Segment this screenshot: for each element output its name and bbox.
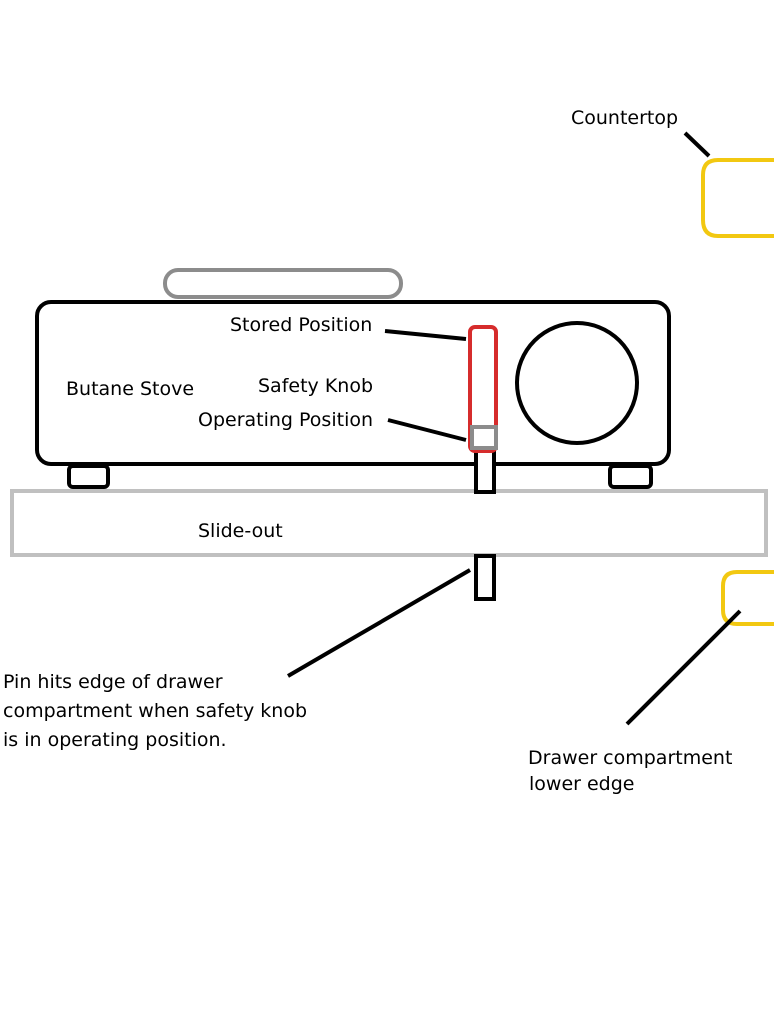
burner-dial <box>515 321 639 445</box>
countertop-shape <box>701 158 774 238</box>
stored-position-label: Stored Position <box>230 314 372 336</box>
pin-note-line-1: Pin hits edge of drawer <box>3 671 223 693</box>
pin-note-leader <box>286 568 472 678</box>
stored-position-leader <box>384 329 467 341</box>
drawer-edge-line-1: Drawer compartment <box>528 747 732 769</box>
safety-knob-label: Safety Knob <box>258 375 373 397</box>
stove-foot-right <box>608 464 653 489</box>
countertop-label: Countertop <box>571 107 678 129</box>
operating-position-label: Operating Position <box>198 409 373 431</box>
pin-note-line-3: is in operating position. <box>3 729 227 751</box>
operating-position-square <box>470 425 498 450</box>
pin-lower <box>474 554 496 601</box>
slide-out-label: Slide-out <box>198 520 283 542</box>
pot-shape <box>163 268 403 299</box>
pin-note-line-2: compartment when safety knob <box>3 700 307 722</box>
drawer-compartment-shape <box>721 570 774 626</box>
countertop-leader <box>683 131 711 158</box>
slide-out-shape <box>10 489 768 557</box>
safety-knob <box>468 325 498 453</box>
stove-foot-left <box>67 464 110 489</box>
drawer-edge-line-2: lower edge <box>529 773 634 795</box>
operating-position-leader <box>387 418 467 442</box>
pin-upper <box>474 448 496 494</box>
butane-stove-label: Butane Stove <box>66 378 194 400</box>
stove-body <box>35 300 671 466</box>
drawer-edge-leader <box>625 609 742 726</box>
